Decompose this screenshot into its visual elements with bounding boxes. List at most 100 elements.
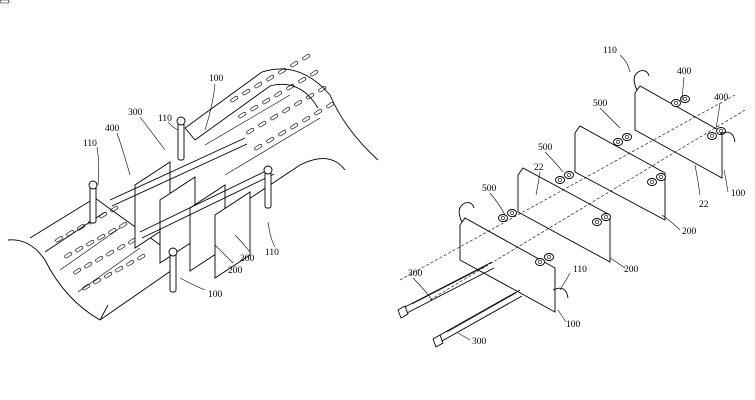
tray-slot xyxy=(84,262,93,269)
nut xyxy=(507,209,517,217)
plates-exploded xyxy=(459,85,723,313)
label-100-bottom: 100 xyxy=(208,290,223,300)
tray-slot xyxy=(254,144,263,151)
tray-slot xyxy=(298,77,307,84)
tray-slot xyxy=(250,105,259,112)
nut xyxy=(680,95,690,103)
tray-slot-pattern xyxy=(55,54,335,291)
tray-slot xyxy=(246,128,255,135)
tray-slot xyxy=(290,123,299,130)
label-300: 300 xyxy=(128,108,143,118)
tray-slot xyxy=(137,254,146,261)
assembled-view: 100 300 110 400 110 200 200 110 100 xyxy=(0,0,379,321)
label-400-b: 400 xyxy=(714,93,729,103)
bolts-assembled xyxy=(109,137,275,239)
tray-slot xyxy=(230,96,239,103)
separator-plate-a xyxy=(517,167,611,263)
nut xyxy=(498,214,508,222)
tray-slot xyxy=(282,107,291,114)
tray-slot xyxy=(73,268,82,275)
label-200-b: 200 xyxy=(624,265,639,275)
tray-slot xyxy=(306,93,315,100)
nut xyxy=(656,173,666,181)
bolts-exploded xyxy=(397,261,523,348)
tray-slot xyxy=(115,266,124,273)
tray-slot xyxy=(314,109,323,116)
tray-slot xyxy=(326,102,335,109)
nut xyxy=(535,258,545,266)
tray-slot xyxy=(108,228,117,235)
label-110-left: 110 xyxy=(83,139,97,149)
tray-slot xyxy=(97,234,106,241)
tray-slots-right xyxy=(0,0,10,4)
tray-slot xyxy=(64,252,73,259)
label-200-a: 200 xyxy=(240,254,255,264)
label-300-b: 300 xyxy=(472,337,487,347)
label-100-top: 100 xyxy=(209,74,224,84)
nut xyxy=(671,99,681,107)
nut xyxy=(601,213,611,221)
tray-slot xyxy=(302,54,311,61)
tray-slot xyxy=(254,82,263,89)
end-plate-back xyxy=(634,85,723,179)
label-110-top: 110 xyxy=(158,114,172,124)
exploded-view: 110 400 400 500 500 500 22 22 100 200 20… xyxy=(397,46,746,348)
nut-washer-set xyxy=(498,95,726,266)
nut xyxy=(622,133,632,141)
tray-slot xyxy=(106,250,115,257)
tray-slot xyxy=(258,121,267,128)
tray-slot xyxy=(82,284,91,291)
label-300-a: 300 xyxy=(408,269,423,279)
label-400: 400 xyxy=(105,124,120,134)
tray-slot xyxy=(274,91,283,98)
tray-slot xyxy=(75,246,84,253)
tray-slot xyxy=(86,240,95,247)
label-500-b: 500 xyxy=(538,143,553,153)
tray-slot xyxy=(318,86,327,93)
tray-slot xyxy=(242,89,251,96)
tray-slot xyxy=(126,260,135,267)
label-22-a: 22 xyxy=(534,163,544,173)
nut xyxy=(564,171,574,179)
nut xyxy=(555,176,565,184)
label-110-bottom: 110 xyxy=(573,265,587,275)
nut xyxy=(647,178,657,186)
tray-slot xyxy=(117,244,126,251)
label-100-right: 100 xyxy=(731,189,746,199)
cable-tray-right xyxy=(0,0,379,206)
separator-plates-assembled xyxy=(134,161,251,279)
end-clamps-assembled xyxy=(88,116,273,293)
tray-slot xyxy=(93,278,102,285)
label-400-a: 400 xyxy=(677,67,692,77)
bolt-axis xyxy=(399,94,746,301)
nut xyxy=(544,253,554,261)
separator-plate-b xyxy=(574,125,666,221)
label-22-b: 22 xyxy=(699,200,709,210)
nut xyxy=(592,218,602,226)
nut xyxy=(707,132,717,140)
tray-slot xyxy=(294,100,303,107)
tray-slot xyxy=(104,272,113,279)
tray-slot xyxy=(110,206,119,213)
tray-slot xyxy=(266,137,275,144)
tray-slot xyxy=(266,75,275,82)
tray-slot xyxy=(55,236,64,243)
label-200-a: 200 xyxy=(682,227,697,237)
nut xyxy=(613,138,623,146)
tray-slot xyxy=(286,84,295,91)
leaders-exploded xyxy=(412,54,729,341)
tray-slot xyxy=(66,230,75,237)
label-100-bottom: 100 xyxy=(566,320,581,330)
label-500-a: 500 xyxy=(593,99,608,109)
tray-slot xyxy=(278,130,287,137)
tray-slot xyxy=(302,116,311,123)
label-110-top: 110 xyxy=(603,46,617,56)
tray-slot xyxy=(290,61,299,68)
tray-slot xyxy=(270,114,279,121)
leaders-assembled xyxy=(96,83,276,291)
hooks-exploded xyxy=(458,70,736,299)
label-500-c: 500 xyxy=(482,184,497,194)
label-110-right: 110 xyxy=(265,248,279,258)
label-200-b: 200 xyxy=(228,266,243,276)
